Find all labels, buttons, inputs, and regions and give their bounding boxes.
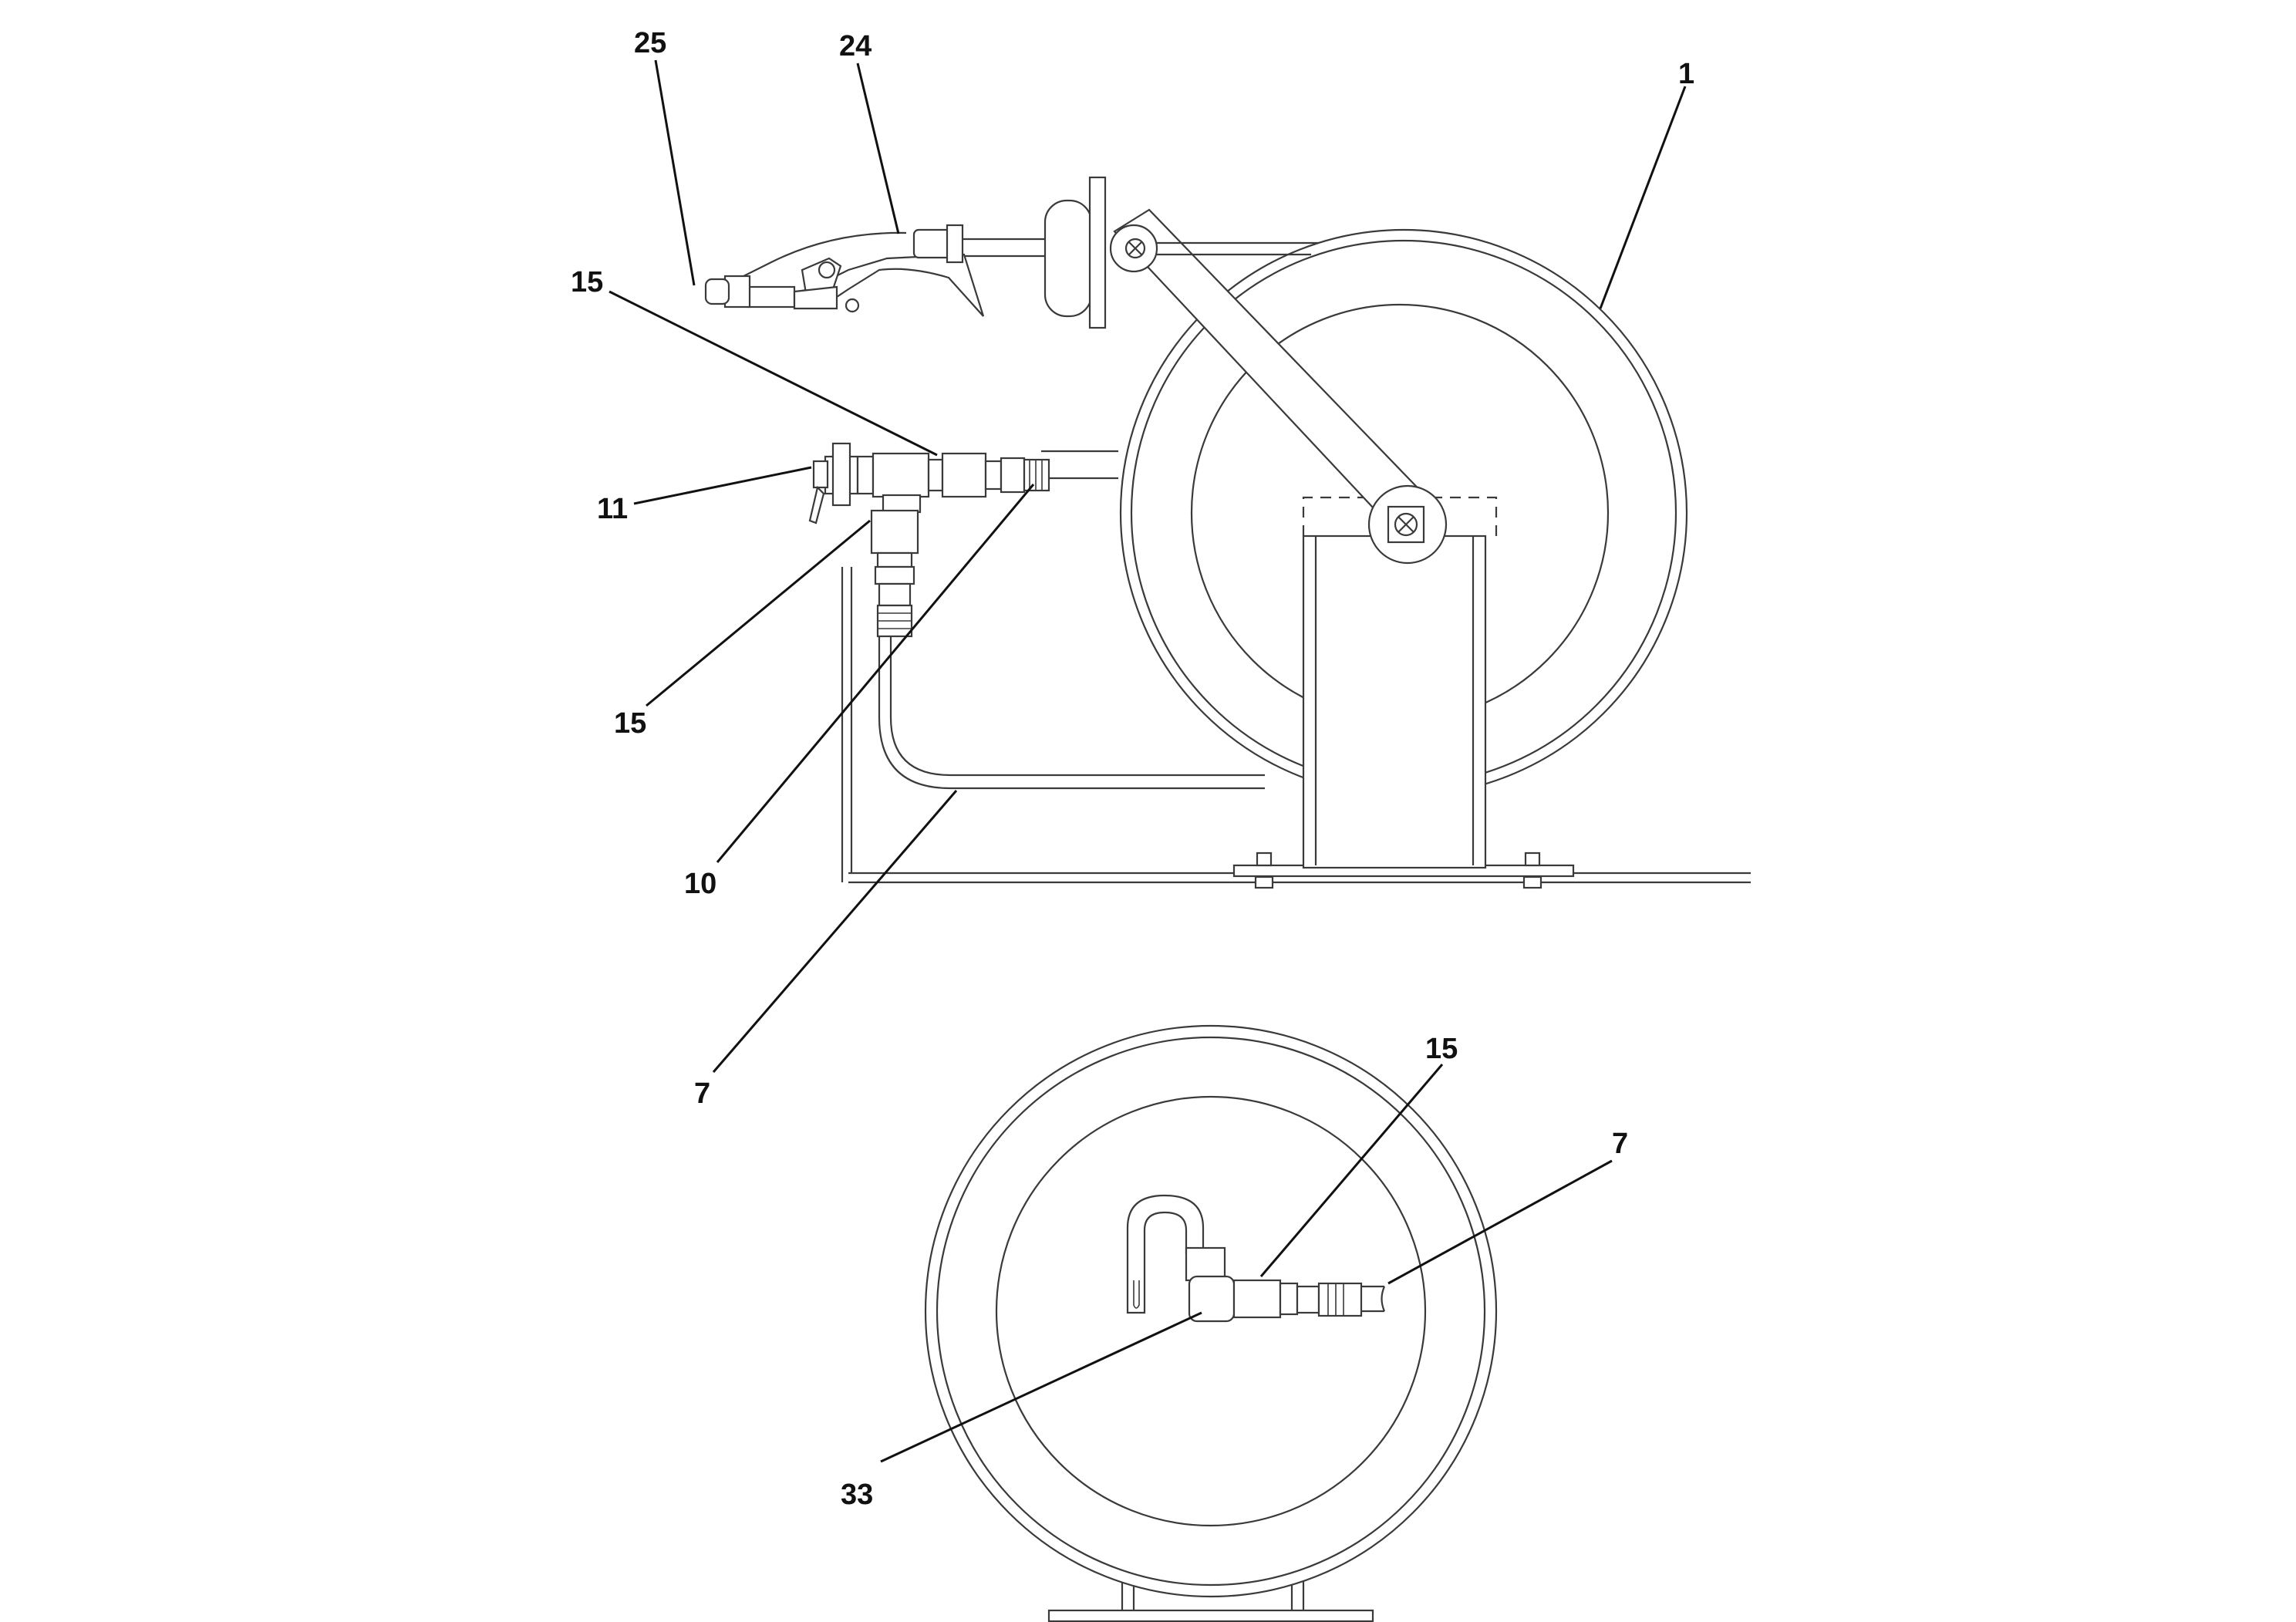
leader-11 bbox=[633, 466, 812, 505]
callout-labels: 25 24 1 15 11 15 10 7 15 7 33 bbox=[571, 27, 1694, 1511]
leader-lines bbox=[609, 59, 1687, 1463]
fitting-15-upper bbox=[927, 452, 987, 498]
leader-1 bbox=[1599, 86, 1687, 309]
hose-coupling-upper bbox=[984, 457, 1050, 494]
crank-handle bbox=[960, 176, 1319, 329]
hose-coupling-lower bbox=[874, 565, 915, 638]
leader-33 bbox=[880, 1311, 1202, 1463]
callout-24: 24 bbox=[839, 30, 872, 62]
callout-15-mid: 15 bbox=[614, 707, 646, 740]
callout-33: 33 bbox=[841, 1479, 873, 1511]
crank-arm bbox=[1109, 208, 1448, 565]
inlet-hose bbox=[841, 567, 1265, 882]
callout-10: 10 bbox=[684, 868, 716, 900]
hose-coupling-front bbox=[1296, 1282, 1386, 1317]
tee-fitting bbox=[872, 452, 930, 514]
leader-10 bbox=[716, 484, 1035, 863]
fitting-15-front bbox=[1232, 1279, 1299, 1319]
callout-15-top: 15 bbox=[571, 266, 603, 298]
callout-7-side: 7 bbox=[694, 1077, 710, 1110]
leader-15-top bbox=[609, 290, 938, 457]
base-rail bbox=[848, 864, 1751, 884]
mounting-bolt-left bbox=[1254, 851, 1274, 889]
mounting-bolt-right bbox=[1522, 851, 1542, 889]
leader-15-front bbox=[1259, 1064, 1444, 1277]
front-view bbox=[924, 1024, 1498, 1622]
callout-1: 1 bbox=[1678, 58, 1694, 90]
callout-15-front: 15 bbox=[1425, 1033, 1458, 1065]
valve-assembly bbox=[808, 442, 875, 524]
u-tube bbox=[1126, 1194, 1205, 1314]
leader-24 bbox=[856, 62, 900, 234]
fitting-15-lower bbox=[870, 509, 919, 568]
leader-7-side bbox=[712, 790, 958, 1073]
elbow-fitting-33 bbox=[1185, 1246, 1236, 1323]
callout-11: 11 bbox=[597, 493, 628, 525]
leader-25 bbox=[654, 59, 696, 286]
leader-15-mid bbox=[646, 519, 871, 707]
side-view bbox=[704, 176, 1751, 889]
outlet-hose bbox=[1041, 450, 1118, 480]
callout-25: 25 bbox=[634, 27, 666, 59]
callout-7-front: 7 bbox=[1612, 1128, 1628, 1160]
dispensing-gun bbox=[704, 224, 985, 317]
leader-7-front bbox=[1387, 1159, 1613, 1285]
